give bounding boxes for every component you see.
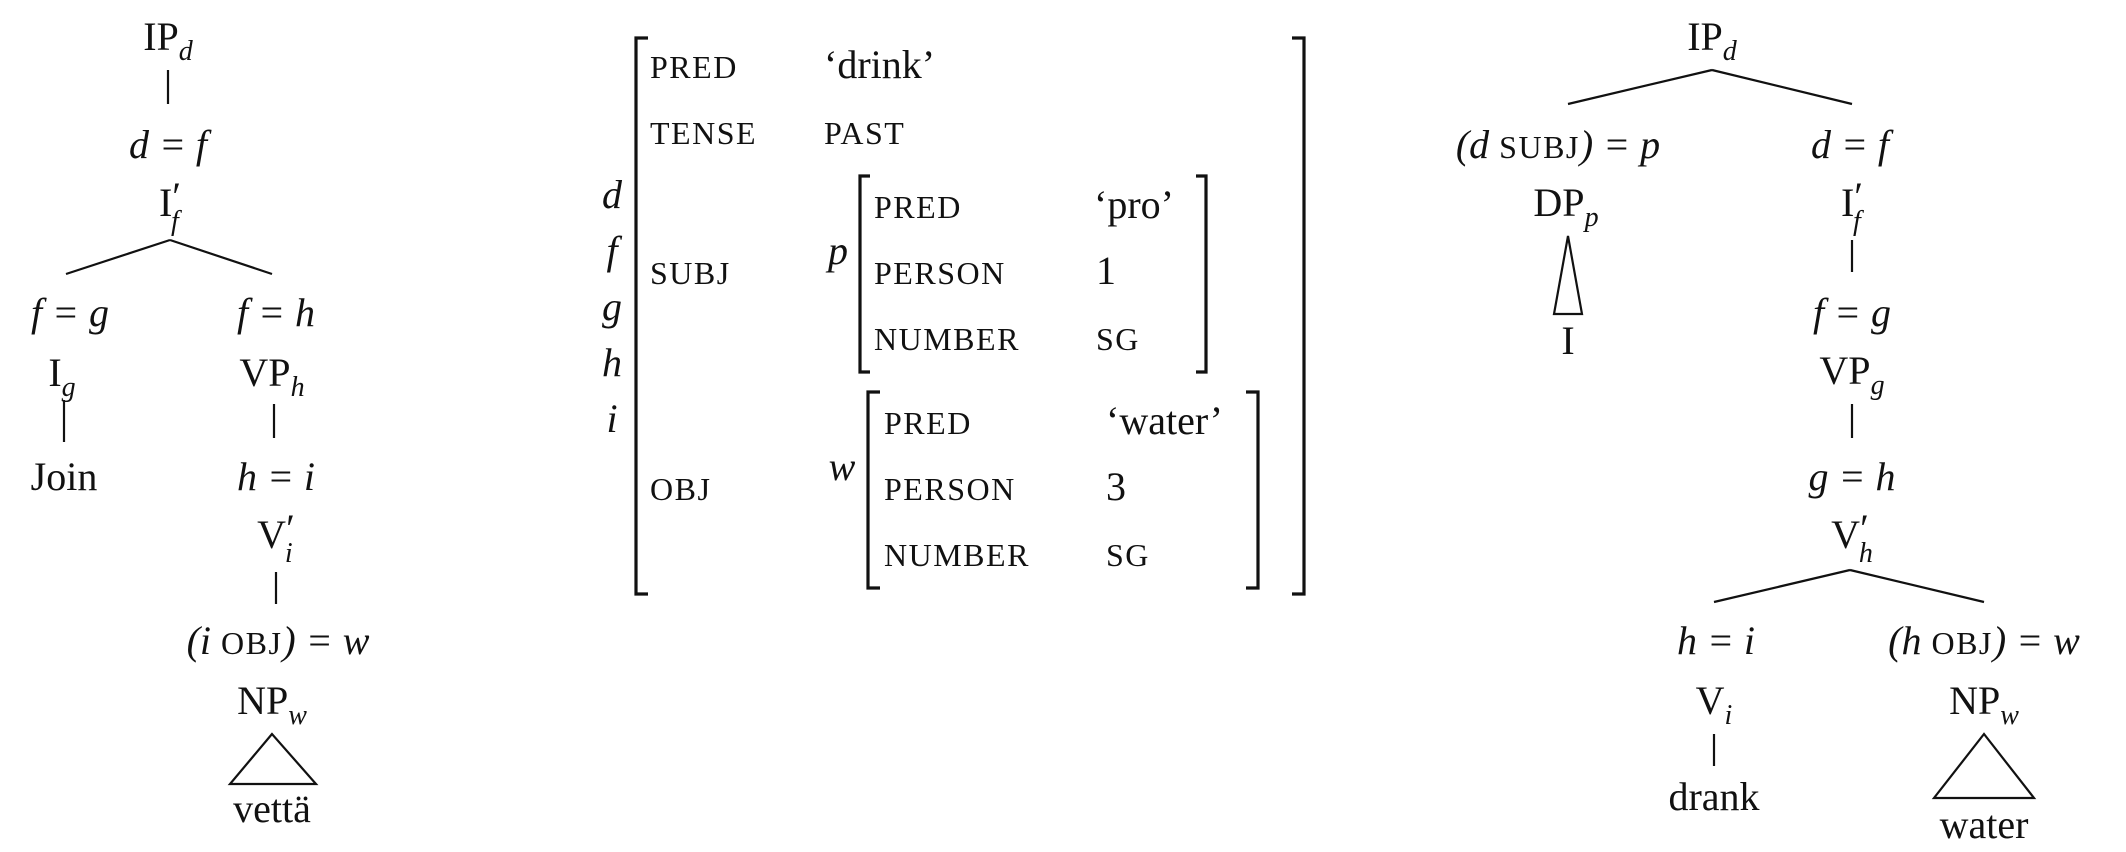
right-eq-h-i: h = i <box>1677 618 1755 663</box>
fs-value-past: PAST <box>824 115 905 151</box>
right-v-node: Vi <box>1696 678 1733 731</box>
right-vp-node: VPg <box>1819 348 1884 401</box>
right-eq-obj: (h OBJ) = w <box>1888 618 2080 663</box>
left-word-vetta: vettä <box>233 786 311 831</box>
left-eq-d-f: d = f <box>129 122 212 167</box>
right-branch-vbar-left <box>1713 568 1851 604</box>
fs-obj-value-water: ‘water’ <box>1106 398 1223 443</box>
fs-subj-value-person: 1 <box>1096 248 1116 293</box>
left-eq-f-g: f = g <box>31 290 109 335</box>
right-ibar-node: I′f <box>1841 174 1864 237</box>
fs-obj-value-number: SG <box>1106 537 1150 573</box>
fs-label-h: h <box>602 340 622 385</box>
fs-subj-attr-pred: PRED <box>874 189 962 225</box>
left-np-node: NPw <box>237 678 307 731</box>
right-dp-node: DPp <box>1533 180 1598 233</box>
fs-obj-attr-pred: PRED <box>884 405 972 441</box>
fs-subj-value-number: SG <box>1096 321 1140 357</box>
right-word-water: water <box>1940 802 2029 847</box>
left-i-node: Ig <box>48 350 75 403</box>
fs-subj-right-bracket <box>1196 174 1208 374</box>
left-branch-ibar-right <box>169 238 273 276</box>
fs-label-i: i <box>606 396 617 441</box>
right-tree: IPd (d SUBJ) = p d = f DPp I I′f f = g V… <box>1456 14 2080 847</box>
fs-obj-right-bracket <box>1246 390 1260 590</box>
fs-label-f: f <box>606 228 622 273</box>
fs-label-d: d <box>602 172 623 217</box>
left-branch-ibar-left <box>65 238 171 276</box>
right-vbar-node: V′h <box>1831 506 1873 569</box>
left-eq-h-i: h = i <box>237 454 315 499</box>
fs-attr-subj: SUBJ <box>650 255 731 291</box>
fs-value-drink: ‘drink’ <box>824 42 935 87</box>
left-eq-f-h: f = h <box>237 290 315 335</box>
right-eq-f-g: f = g <box>1813 290 1891 335</box>
right-ip-node: IPd <box>1687 14 1738 67</box>
fs-attr-tense: TENSE <box>650 115 757 151</box>
left-ip-node: IPd <box>143 14 194 67</box>
fs-outer-right-bracket <box>1292 36 1306 596</box>
fs-outer-left-bracket <box>634 36 648 596</box>
fs-subj-attr-person: PERSON <box>874 255 1006 291</box>
fs-obj-value-person: 3 <box>1106 464 1126 509</box>
right-np-node: NPw <box>1949 678 2019 731</box>
fs-attr-obj: OBJ <box>650 471 711 507</box>
fs-subj-left-bracket <box>858 174 870 374</box>
right-word-i: I <box>1561 318 1574 363</box>
right-dp-triangle <box>1552 235 1584 316</box>
fs-label-w: w <box>829 444 856 489</box>
left-tree: IPd d = f I′f f = g f = h Ig Join VPh h … <box>31 14 370 831</box>
left-ibar-node: I′f <box>159 174 182 237</box>
right-branch-ip-right <box>1711 68 1853 106</box>
fs-label-p: p <box>825 228 848 273</box>
right-branch-vbar-right <box>1849 568 1985 604</box>
f-structure: d f g h i PRED ‘drink’ TENSE PAST SUBJ p… <box>602 36 1306 596</box>
right-np-triangle <box>1931 732 2037 800</box>
fs-obj-left-bracket <box>866 390 880 590</box>
fs-subj-value-pro: ‘pro’ <box>1094 182 1174 227</box>
left-eq-obj: (i OBJ) = w <box>187 618 370 663</box>
right-branch-ip-left <box>1567 68 1713 106</box>
left-np-triangle <box>227 732 319 786</box>
fs-obj-attr-number: NUMBER <box>884 537 1030 573</box>
left-vbar-node: V′i <box>257 506 295 569</box>
right-eq-d-f: d = f <box>1811 122 1894 167</box>
fs-label-g: g <box>602 284 622 329</box>
right-eq-subj: (d SUBJ) = p <box>1456 122 1660 167</box>
fs-attr-pred: PRED <box>650 49 738 85</box>
fs-obj-attr-person: PERSON <box>884 471 1016 507</box>
right-eq-g-h: g = h <box>1809 454 1896 499</box>
left-vp-node: VPh <box>239 350 304 403</box>
left-word-join: Join <box>31 454 98 499</box>
right-word-drank: drank <box>1668 774 1759 819</box>
fs-subj-attr-number: NUMBER <box>874 321 1020 357</box>
